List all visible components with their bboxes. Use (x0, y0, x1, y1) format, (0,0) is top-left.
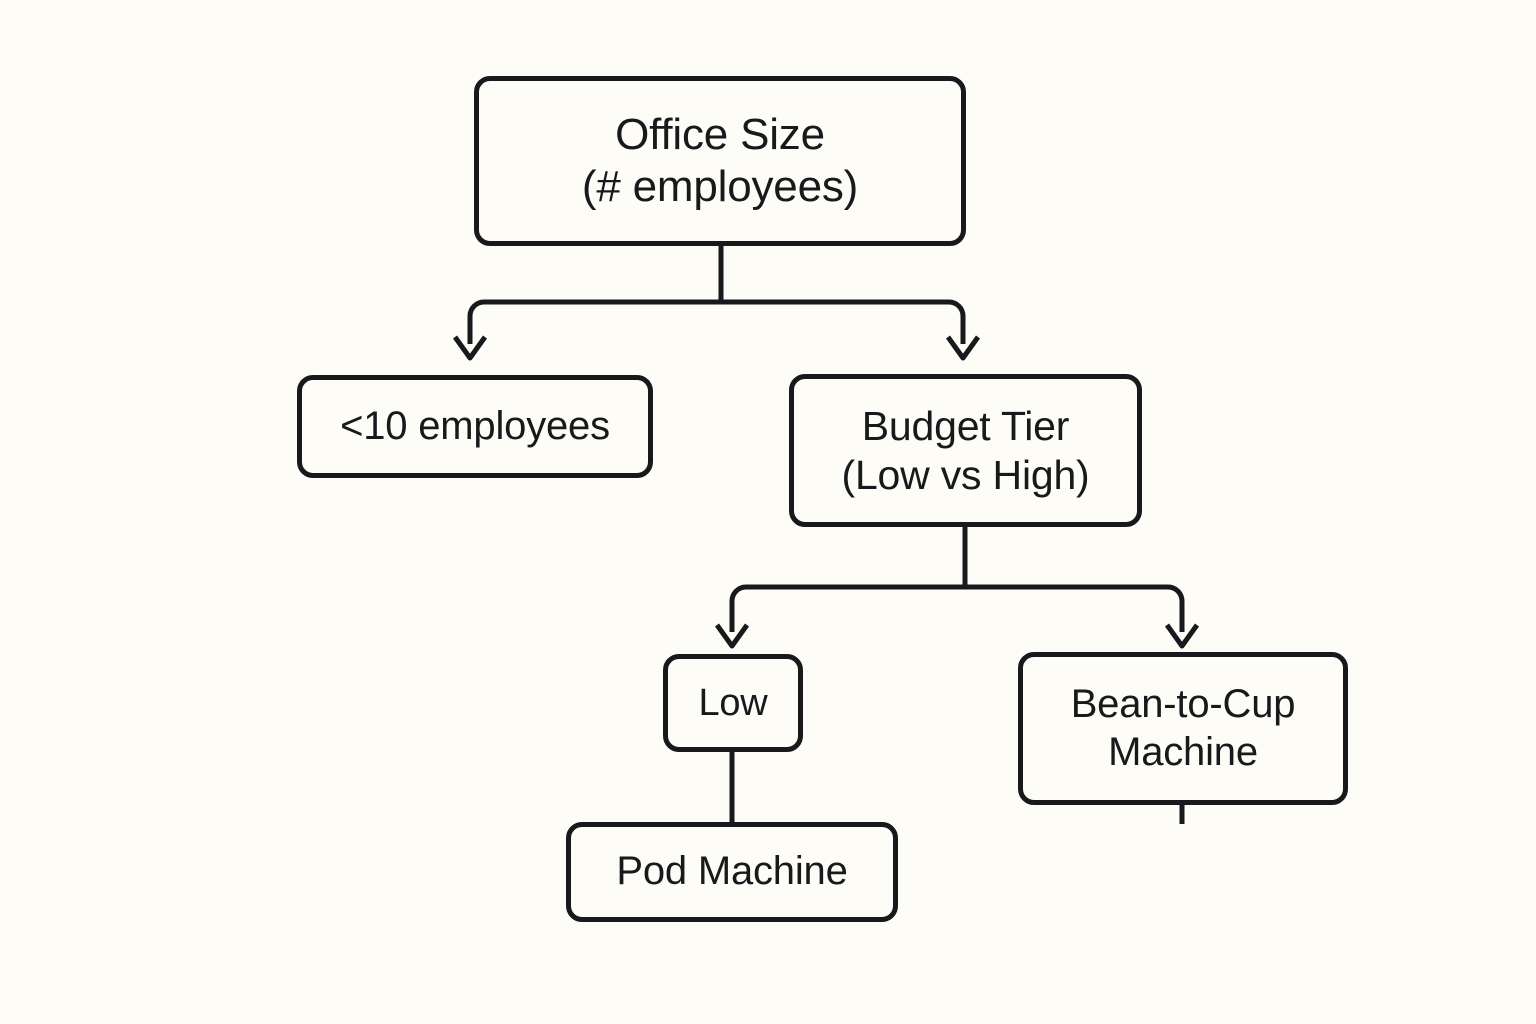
node-budget-tier[interactable]: Budget Tier (Low vs High) (789, 374, 1142, 527)
node-bean-to-cup-machine-label: Bean-to-Cup Machine (1070, 682, 1296, 774)
node-under-10-employees[interactable]: <10 employees (297, 375, 653, 478)
arrowhead-to-low (714, 623, 750, 649)
node-office-size-label: Office Size (# employees) (581, 110, 859, 211)
node-bean-to-cup-machine[interactable]: Bean-to-Cup Machine (1018, 652, 1348, 805)
node-low[interactable]: Low (663, 654, 803, 752)
node-under-10-employees-label: <10 employees (340, 403, 610, 448)
arrowhead-to-bean (1164, 623, 1200, 649)
node-low-label: Low (698, 681, 768, 724)
arrowhead-to-small (452, 335, 488, 361)
node-budget-tier-label: Budget Tier (Low vs High) (841, 403, 1090, 498)
arrowhead-to-budget (945, 335, 981, 361)
edge-root-to-budget (721, 299, 966, 344)
node-pod-machine[interactable]: Pod Machine (566, 822, 898, 922)
node-office-size[interactable]: Office Size (# employees) (474, 76, 966, 246)
edge-root-to-small (467, 299, 721, 344)
node-pod-machine-label: Pod Machine (616, 849, 848, 894)
edge-budget-to-bean (965, 584, 1185, 632)
edge-budget-to-low (729, 584, 965, 632)
